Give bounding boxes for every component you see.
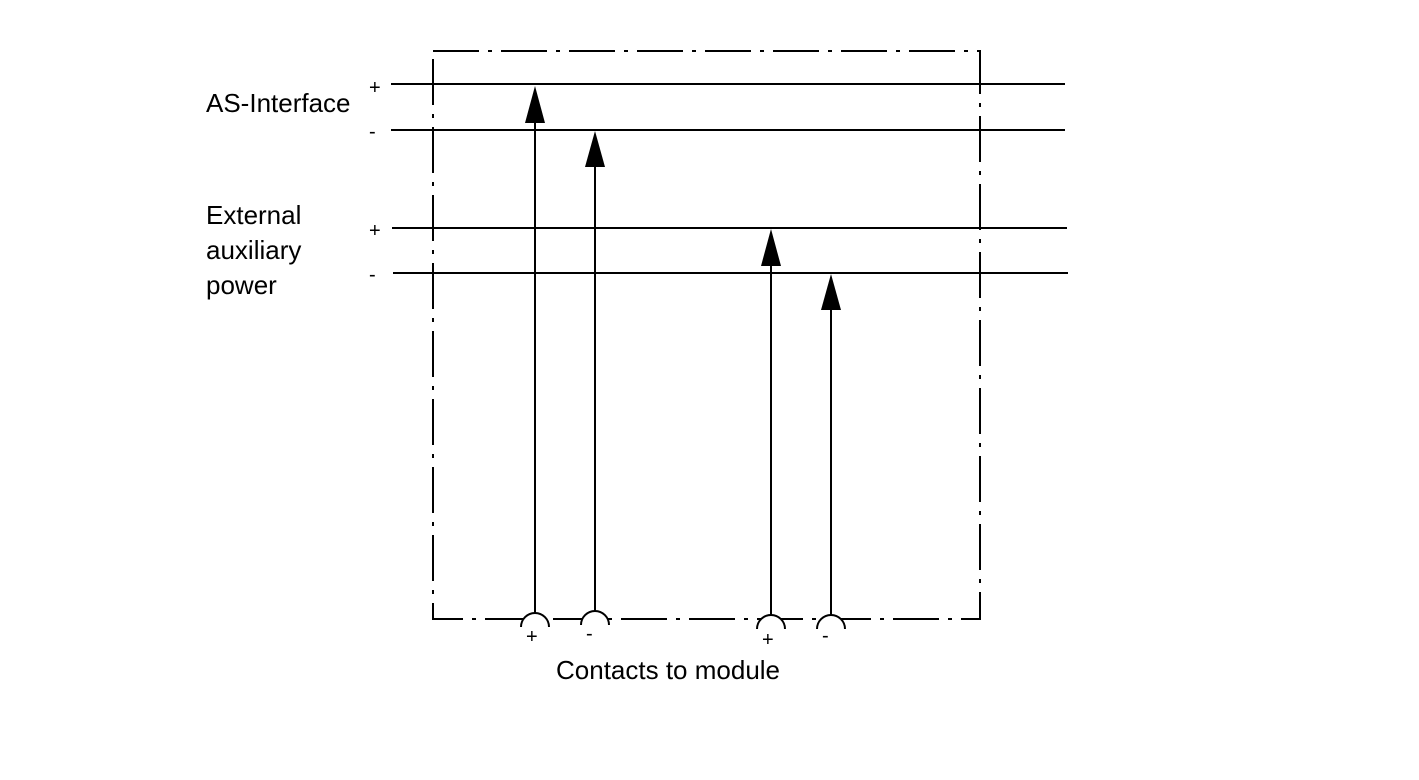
contact-1: + [520, 86, 550, 648]
contact-4: - [816, 274, 846, 647]
contact-1-socket-icon [520, 612, 550, 628]
contact-4-label: - [822, 625, 829, 647]
contact-3: + [756, 229, 786, 651]
contact-4-socket-icon [816, 614, 846, 630]
contact-3-label: + [762, 629, 774, 651]
as-interface-label: AS-Interface [206, 88, 351, 118]
aux-power-label-line1: External [206, 200, 301, 230]
as-interface-plus-sign: + [369, 77, 381, 99]
aux-power-plus-sign: + [369, 220, 381, 242]
contact-2-arrow-icon [585, 131, 605, 167]
contact-2: - [580, 131, 610, 645]
contact-4-arrow-icon [821, 274, 841, 310]
contact-3-socket-icon [756, 614, 786, 630]
contacts-to-module-label: Contacts to module [556, 655, 780, 685]
contact-3-arrow-icon [761, 229, 781, 266]
aux-power-label-line3: power [206, 270, 277, 300]
contact-2-socket-icon [580, 610, 610, 626]
contact-1-label: + [526, 626, 538, 648]
contact-2-label: - [586, 623, 593, 645]
aux-power-label-line2: auxiliary [206, 235, 301, 265]
module-boundary [432, 50, 981, 620]
aux-power-minus-sign: - [369, 264, 376, 286]
contact-1-arrow-icon [525, 86, 545, 123]
as-interface-minus-sign: - [369, 121, 376, 143]
